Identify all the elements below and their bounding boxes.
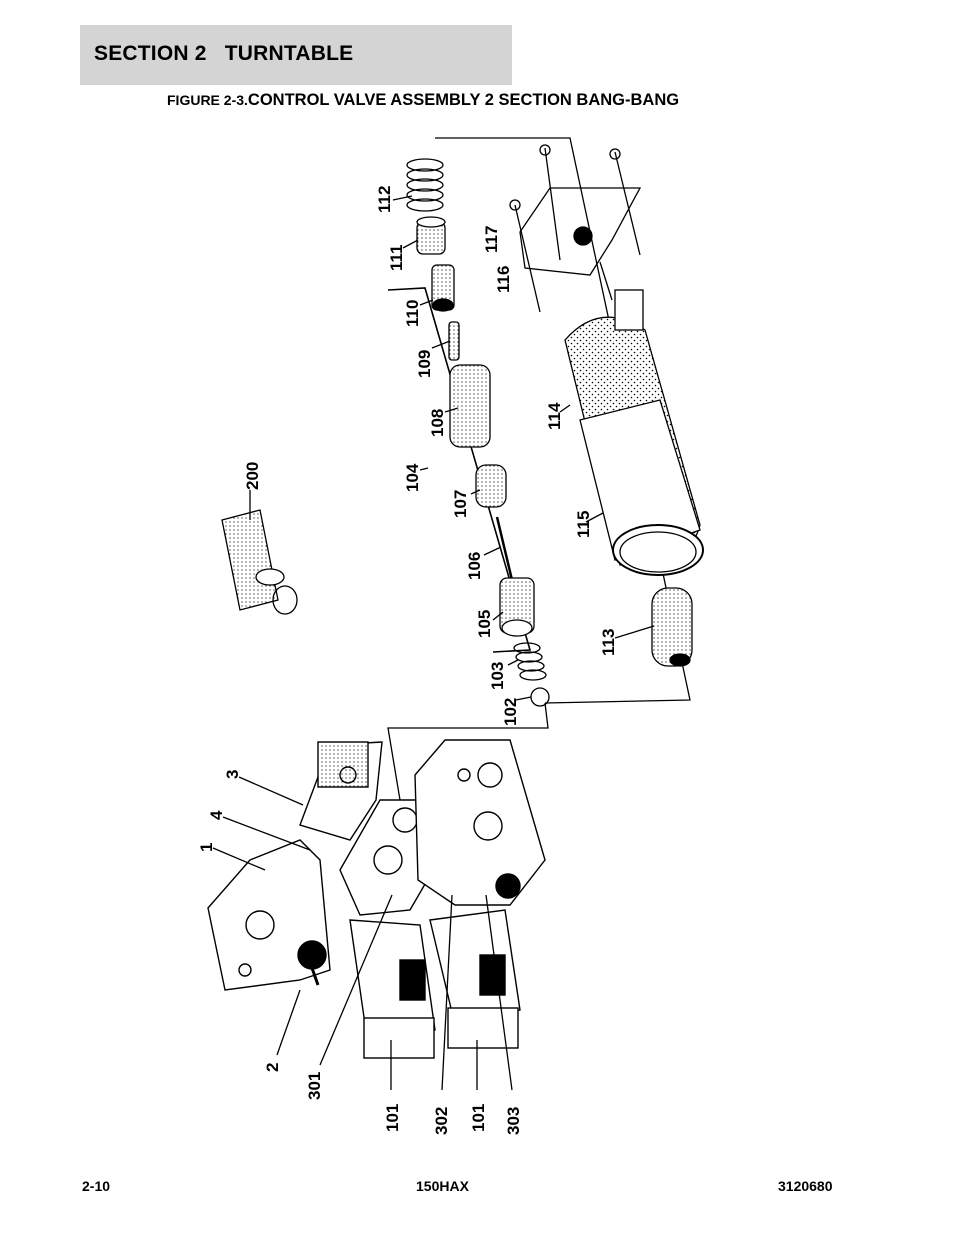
callout-3: 3 <box>223 770 242 779</box>
ball-102 <box>530 687 550 707</box>
callout-112: 112 <box>375 186 394 213</box>
callout-113: 113 <box>599 629 618 656</box>
page-number: 2-10 <box>82 1178 111 1194</box>
rod-106 <box>495 516 514 581</box>
callout-103: 103 <box>488 662 507 690</box>
callout-106: 106 <box>465 552 484 580</box>
callout-1: 1 <box>197 843 216 852</box>
plunger-107 <box>475 464 507 508</box>
callout-105: 105 <box>475 610 494 638</box>
body-105 <box>499 577 535 637</box>
figure-number: FIGURE 2-3. <box>167 92 248 108</box>
figure-title: FIGURE 2-3.CONTROL VALVE ASSEMBLY 2 SECT… <box>167 91 679 110</box>
callout-111: 111 <box>387 245 406 272</box>
callout-2: 2 <box>263 1063 282 1072</box>
callout-108: 108 <box>428 409 447 437</box>
figure-caption: CONTROL VALVE ASSEMBLY 2 SECTION BANG-BA… <box>247 91 680 109</box>
callout-114: 114 <box>545 402 564 430</box>
callout-102: 102 <box>501 698 520 726</box>
callout-104: 104 <box>403 463 422 492</box>
stem-110 <box>431 264 455 312</box>
section-header: SECTION 2 TURNTABLE <box>80 25 512 85</box>
callout-110: 110 <box>403 300 422 327</box>
callout-301: 301 <box>305 1072 324 1100</box>
pin-109 <box>448 321 460 361</box>
nut-111 <box>416 216 446 255</box>
sleeve-108 <box>449 364 491 448</box>
callout-4: 4 <box>207 810 226 820</box>
leader-to-valve <box>387 702 549 801</box>
callout-101-right: 101 <box>469 1104 488 1132</box>
section-title: SECTION 2 TURNTABLE <box>94 42 354 65</box>
callout-115: 115 <box>574 511 593 538</box>
callout-117: 117 <box>482 226 501 253</box>
callout-200: 200 <box>243 462 262 490</box>
valve-assembly <box>207 739 546 1059</box>
model-name: 150HAX <box>416 1178 469 1194</box>
document-number: 3120680 <box>778 1178 833 1194</box>
tube-115 <box>579 399 704 576</box>
callout-302: 302 <box>432 1107 451 1135</box>
spring-112 <box>406 158 444 212</box>
callout-109: 109 <box>415 350 434 378</box>
callout-101-left: 101 <box>383 1104 402 1132</box>
callout-303: 303 <box>504 1107 523 1135</box>
callout-116: 116 <box>494 266 513 293</box>
plunger-113 <box>651 587 693 667</box>
seal-kit-200 <box>221 509 298 615</box>
callout-107: 107 <box>451 490 470 518</box>
spring-103 <box>513 642 547 681</box>
